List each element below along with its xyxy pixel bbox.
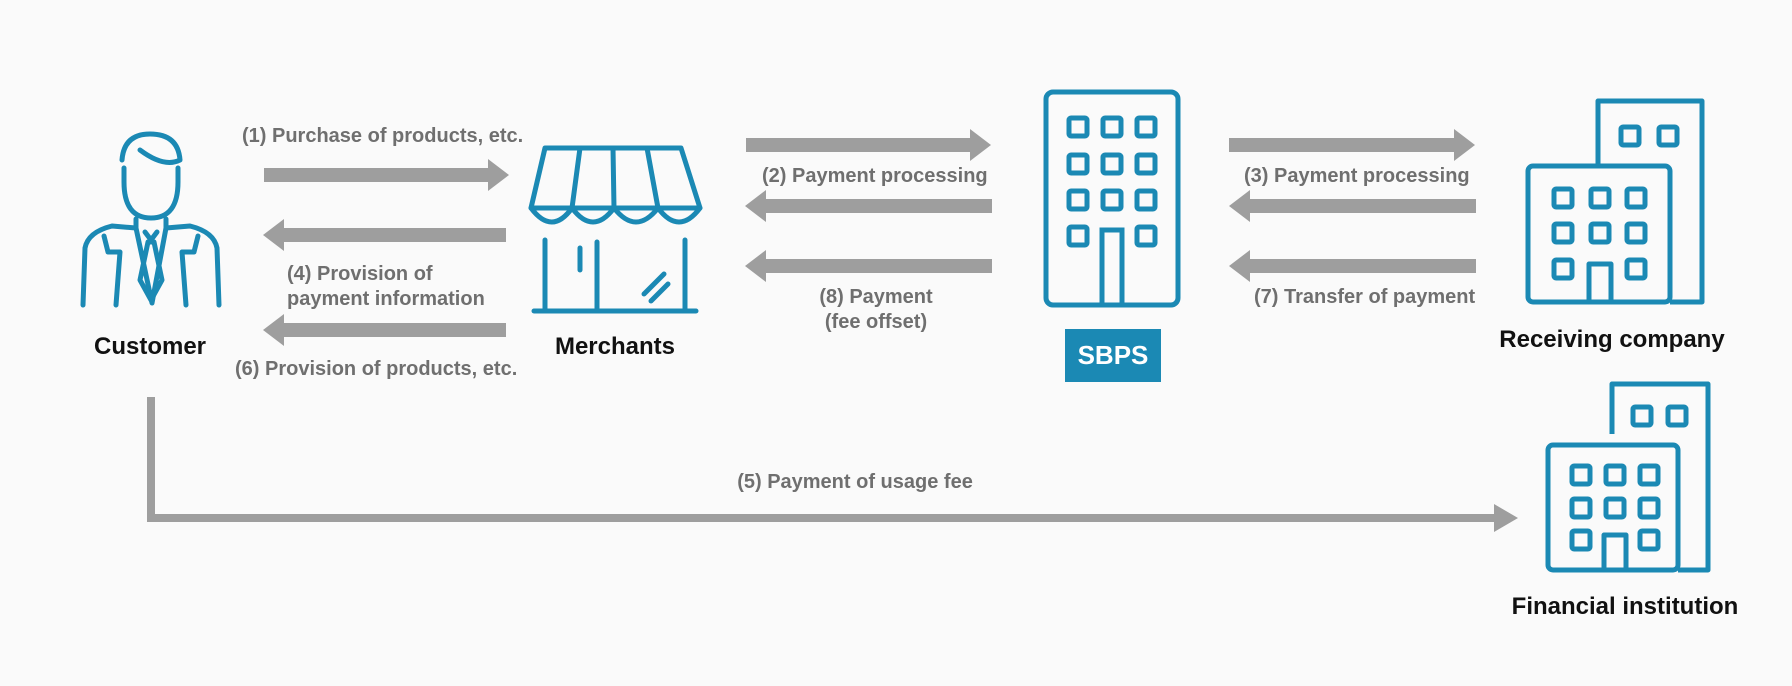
sbps-badge: SBPS bbox=[1065, 329, 1161, 382]
arrow-8-left bbox=[745, 250, 992, 282]
flow-3-label: (3) Payment processing bbox=[1244, 165, 1470, 187]
arrow-6-left bbox=[263, 314, 506, 346]
arrows bbox=[147, 129, 1518, 532]
flow-1-label: (1) Purchase of products, etc. bbox=[242, 125, 524, 147]
flow-6-label: (6) Provision of products, etc. bbox=[235, 358, 518, 380]
person-icon bbox=[80, 131, 222, 308]
arrow-1-right bbox=[264, 159, 509, 191]
flow-8-label-line1: (8) Payment bbox=[819, 286, 933, 308]
arrow-7-left bbox=[1229, 250, 1476, 282]
arrow-4-left bbox=[263, 219, 506, 251]
office-buildings-icon bbox=[1545, 381, 1711, 573]
office-buildings-icon bbox=[1525, 98, 1705, 305]
arrow-5-elbow bbox=[147, 397, 1518, 532]
receiving-company-label: Receiving company bbox=[1499, 326, 1725, 353]
flow-2-label: (2) Payment processing bbox=[762, 165, 988, 187]
merchants-label: Merchants bbox=[554, 333, 676, 360]
financial-institution-label: Financial institution bbox=[1511, 593, 1739, 620]
flow-4-label-line2: payment information bbox=[287, 288, 485, 310]
arrow-3-left bbox=[1229, 190, 1476, 222]
arrow-3-right bbox=[1229, 129, 1475, 161]
office-building-icon bbox=[1043, 89, 1181, 308]
flow-8-label-line2: (fee offset) bbox=[824, 311, 928, 333]
flow-5-label: (5) Payment of usage fee bbox=[737, 471, 973, 493]
sbps-label: SBPS bbox=[1077, 340, 1149, 370]
customer-label: Customer bbox=[93, 333, 207, 360]
storefront-icon bbox=[528, 145, 703, 314]
arrow-2-right bbox=[746, 129, 991, 161]
flow-7-label: (7) Transfer of payment bbox=[1254, 286, 1476, 308]
arrow-2-left bbox=[745, 190, 992, 222]
flow-4-label-line1: (4) Provision of bbox=[287, 263, 433, 285]
